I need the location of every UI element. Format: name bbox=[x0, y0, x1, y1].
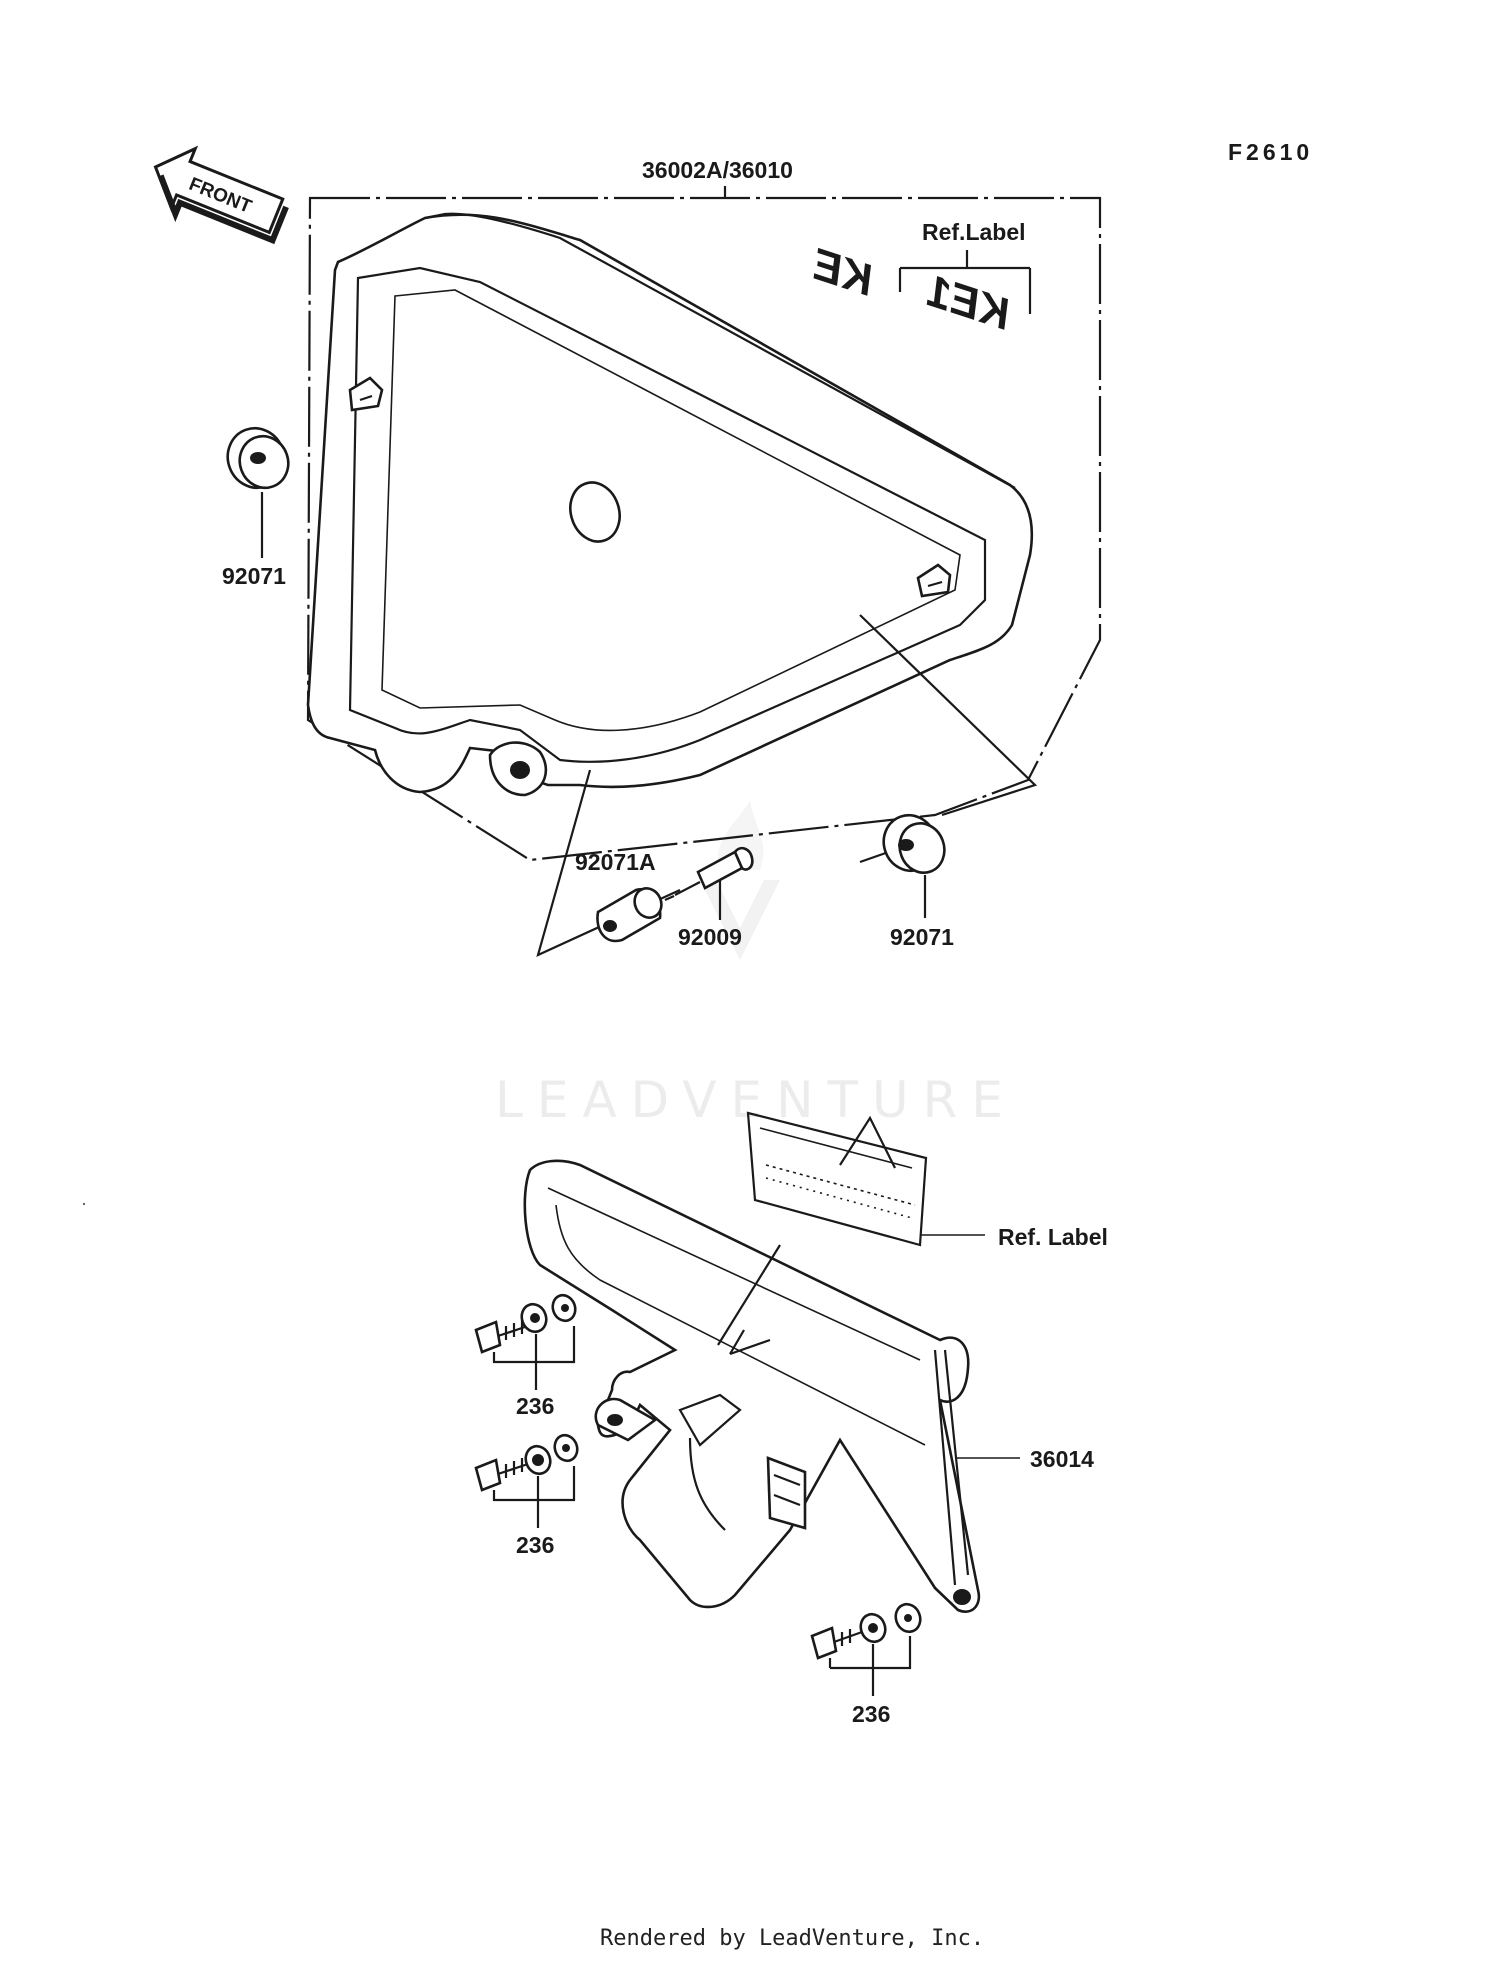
screw-set-2 bbox=[474, 1433, 579, 1528]
grommet-left-part-number: 92071 bbox=[222, 563, 286, 589]
watermark-text: LEADVENTURE bbox=[495, 1071, 1017, 1129]
bolt bbox=[674, 846, 754, 920]
screw-set-1-part-number: 236 bbox=[516, 1393, 554, 1419]
chain-cover-mount-tab bbox=[594, 1397, 658, 1442]
side-cover-mount-tab bbox=[488, 741, 548, 797]
grommet-right-part-number: 92071 bbox=[890, 924, 954, 950]
screw-set-3-part-number: 236 bbox=[852, 1701, 890, 1727]
front-arrow-icon: FRONT bbox=[153, 145, 289, 245]
side-cover-hole bbox=[569, 481, 621, 543]
screw-set-2-part-number: 236 bbox=[516, 1532, 554, 1558]
grommet-right bbox=[882, 813, 946, 918]
collar bbox=[596, 887, 675, 943]
figure-code: F2610 bbox=[1228, 139, 1313, 165]
chain-cover-ref-label-plate bbox=[746, 1111, 928, 1247]
side-cover-peg-left bbox=[348, 376, 384, 412]
collar-part-number: 92071A bbox=[575, 849, 656, 875]
bolt-part-number: 92009 bbox=[678, 924, 742, 950]
ke-decal-left: KE bbox=[805, 240, 880, 306]
side-cover-peg-right bbox=[916, 563, 952, 598]
side-cover bbox=[306, 213, 1034, 794]
side-cover-part-number: 36002A/36010 bbox=[642, 157, 793, 183]
screw-set-1 bbox=[474, 1293, 577, 1390]
stray-dot bbox=[82, 1202, 86, 1206]
footer-credit: Rendered by LeadVenture, Inc. bbox=[600, 1926, 984, 1951]
grommet-left bbox=[226, 426, 290, 558]
ref-label-top: Ref.Label bbox=[922, 219, 1026, 245]
chain-cover-vent bbox=[766, 1456, 807, 1530]
chain-cover-assembly: Ref. Label 36014 bbox=[523, 1111, 1108, 1613]
screw-set-3 bbox=[810, 1602, 922, 1696]
side-cover-assembly: 36002A/36010 KE KE1 bbox=[306, 157, 1102, 862]
chain-cover bbox=[523, 1159, 981, 1613]
ref-label-bottom: Ref. Label bbox=[998, 1224, 1108, 1250]
svg-text:KE1: KE1 bbox=[921, 266, 1018, 339]
ke-decal-right: KE1 bbox=[921, 266, 1018, 339]
chain-cover-part-number: 36014 bbox=[1030, 1446, 1094, 1472]
svg-text:KE: KE bbox=[805, 240, 880, 306]
